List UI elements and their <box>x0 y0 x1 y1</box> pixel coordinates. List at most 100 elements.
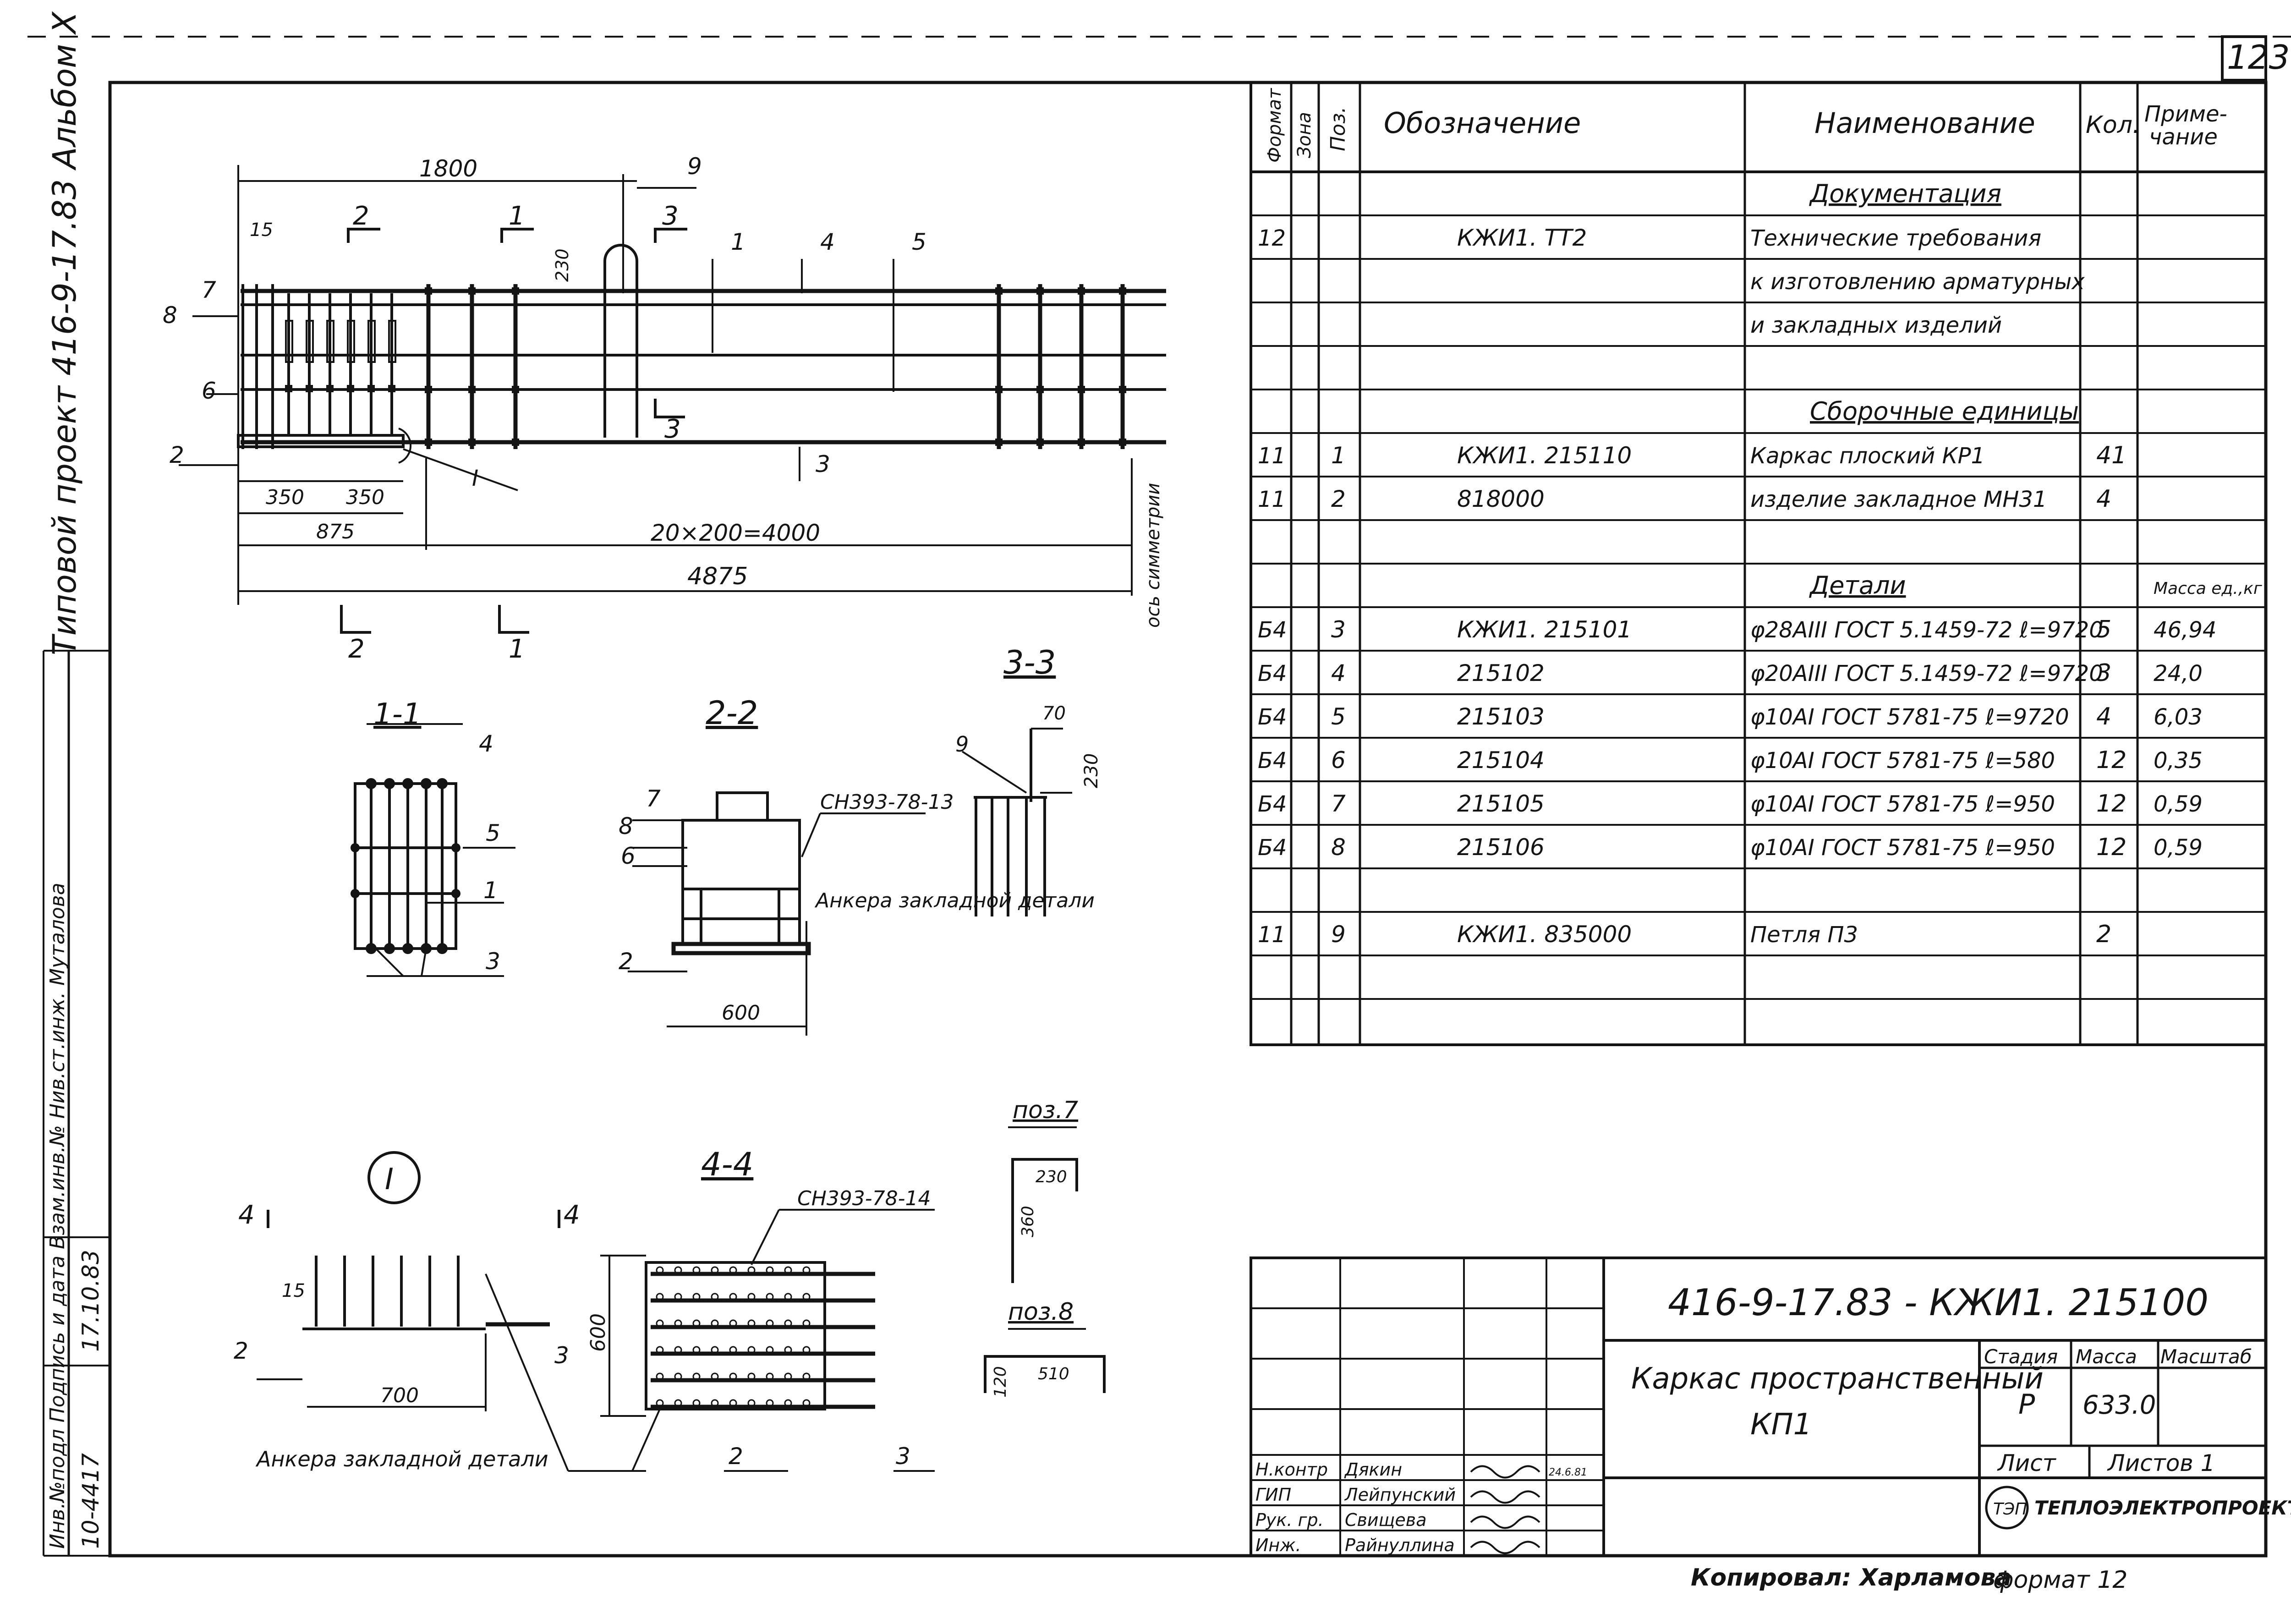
spec-designation: 215106 <box>1457 834 1545 861</box>
spec-pos: 8 <box>1331 834 1346 861</box>
sec22-dim-600: 600 <box>722 1001 760 1025</box>
cut-mark-1-bot: 1 <box>509 634 525 664</box>
spec-format: Б4 <box>1258 617 1287 643</box>
sec33-dim-230: 230 <box>1081 753 1102 788</box>
org-name: ТЕПЛОЭЛЕКТРОПРОЕКТ <box>2034 1497 2291 1519</box>
person-name: Дякин <box>1344 1459 1402 1480</box>
sec11-label-5: 5 <box>486 820 500 846</box>
spec-qty: 12 <box>2096 834 2127 861</box>
sec33-label-9: 9 <box>955 732 969 757</box>
sec22-sn: СН393-78-13 <box>820 790 954 814</box>
role: Инж. <box>1255 1535 1301 1555</box>
stage-value: Р <box>2018 1388 2035 1421</box>
spec-row: Документация <box>1809 179 2001 208</box>
detail-anchors: Анкера закладной детали <box>255 1447 548 1471</box>
pos-label-4: 4 <box>820 229 835 255</box>
spec-name: Документация <box>1809 179 2001 208</box>
sec22-label-2: 2 <box>619 948 633 975</box>
format-note: формат 12 <box>1993 1566 2127 1594</box>
signature <box>1470 1541 1540 1554</box>
specification-table <box>1250 81 2267 1046</box>
spec-designation: КЖИ1. 215110 <box>1457 442 1632 469</box>
spec-qty: 4 <box>2096 485 2111 513</box>
spec-qty: 2 <box>2096 921 2111 948</box>
dim-15: 15 <box>250 219 273 241</box>
title-line2: КП1 <box>1750 1408 1812 1442</box>
spec-name: Каркас плоский КР1 <box>1750 443 1985 469</box>
role: Рук. гр. <box>1255 1510 1324 1530</box>
side-strip <box>43 650 110 1557</box>
detail-cut-4-left: 4 <box>238 1200 255 1230</box>
spec-pos: 4 <box>1331 660 1346 686</box>
dim-875: 875 <box>316 520 355 543</box>
spec-note: 6,03 <box>2154 704 2203 730</box>
header-pos: Поз. <box>1326 107 1350 151</box>
pos-label-8: 8 <box>163 302 177 329</box>
spec-name: φ10AI ГОСТ 5781-75 ℓ=950 <box>1750 835 2055 861</box>
signature-row: Инж. Райнуллина <box>1255 1535 1540 1555</box>
title-block <box>1250 1256 2267 1557</box>
detail-label-2: 2 <box>234 1338 248 1364</box>
main-elevation <box>179 165 1166 634</box>
pos8-title: поз.8 <box>1008 1298 1074 1326</box>
detail-label-3: 3 <box>554 1342 569 1369</box>
spec-designation: 215105 <box>1457 790 1545 817</box>
dim-4000: 20×200=4000 <box>651 520 820 546</box>
sign-date: 24.6.81 <box>1549 1467 1587 1478</box>
mass-value: 633.0 <box>2083 1390 2156 1420</box>
dim-230: 230 <box>552 248 572 282</box>
spec-designation: 215103 <box>1457 703 1545 730</box>
spec-name: изделие закладное МН31 <box>1750 487 2047 512</box>
detail-dim-700: 700 <box>380 1384 419 1407</box>
section-1-1-title: 1-1 <box>373 697 422 731</box>
sign-date: 17.10.83 <box>77 1250 104 1352</box>
spec-qty: 5 <box>2096 616 2111 643</box>
detail-dim-15: 15 <box>282 1280 305 1301</box>
sheet-label: Лист <box>1997 1450 2057 1476</box>
spec-note: 0,59 <box>2154 835 2203 861</box>
header-zone: Зона <box>1294 112 1315 158</box>
sec11-label-3: 3 <box>486 948 500 975</box>
sec33-dim-70: 70 <box>1042 703 1066 724</box>
spec-format: 11 <box>1258 487 1286 512</box>
spec-name: и закладных изделий <box>1750 313 2002 338</box>
spec-row: и закладных изделий <box>1750 313 2002 338</box>
spec-pos: 7 <box>1331 790 1346 817</box>
pos-label-5: 5 <box>912 229 926 255</box>
dim-350-b: 350 <box>346 486 384 509</box>
spec-pos: 1 <box>1331 442 1346 469</box>
sec11-label-4: 4 <box>479 730 493 757</box>
spec-note: 46,94 <box>2154 617 2216 643</box>
spec-name: Технические требования <box>1750 225 2041 251</box>
sec44-label-3: 3 <box>896 1443 910 1470</box>
spec-format: Б4 <box>1258 791 1287 817</box>
spec-name: Сборочные единицы <box>1810 397 2079 426</box>
pos7-dim-230: 230 <box>1036 1168 1067 1186</box>
sec22-label-7: 7 <box>646 785 661 812</box>
sheets-label: Листов 1 <box>2107 1450 2215 1476</box>
section-3-3 <box>961 728 1072 916</box>
person-name: Райнуллина <box>1345 1535 1455 1555</box>
cut-mark-3-top: 3 <box>662 201 679 231</box>
signature <box>1470 1515 1540 1529</box>
spec-note: Масса ед.,кг <box>2154 579 2263 598</box>
cut-mark-2-top: 2 <box>353 201 369 231</box>
signature-row: Рук. гр.Свищева <box>1255 1510 1540 1530</box>
spec-designation: КЖИ1. 835000 <box>1457 921 1632 948</box>
section-2-2 <box>628 791 926 1036</box>
spec-name: φ10AI ГОСТ 5781-75 ℓ=950 <box>1750 791 2055 817</box>
section-1-1 <box>351 723 515 977</box>
spec-name: Петля П3 <box>1750 922 1858 948</box>
spec-format: 12 <box>1258 225 1286 251</box>
sec22-anchors: Анкера закладной детали <box>814 889 1095 912</box>
spec-designation: КЖИ1. ТТ2 <box>1457 225 1587 251</box>
detail-I <box>257 1151 646 1472</box>
sec22-label-8: 8 <box>619 813 633 839</box>
